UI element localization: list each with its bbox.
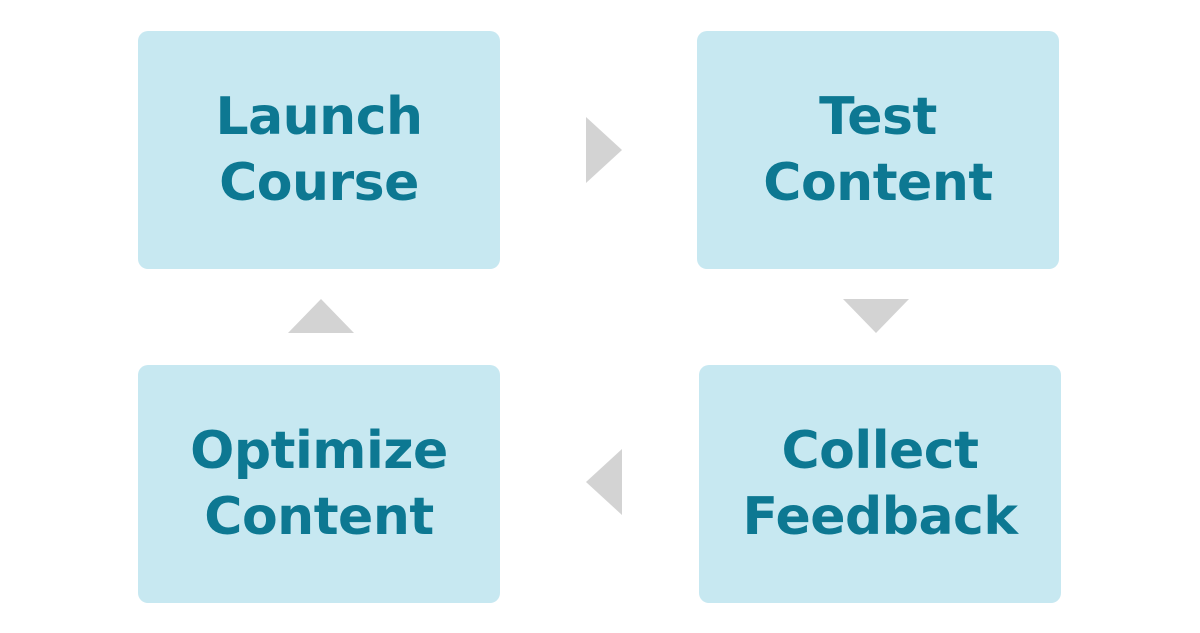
step-box-test-content: Test Content [697, 31, 1059, 269]
step-label-line: Course [219, 153, 419, 213]
triangle-up-icon [288, 299, 354, 333]
step-label-line: Launch [215, 87, 423, 147]
step-label-line: Content [763, 153, 993, 213]
step-label-line: Feedback [742, 487, 1018, 547]
triangle-right-icon [586, 117, 622, 183]
step-label-line: Collect [781, 421, 979, 481]
step-label-line: Test [819, 87, 937, 147]
triangle-down-icon [843, 299, 909, 333]
step-box-optimize-content: Optimize Content [138, 365, 500, 603]
step-label: Test Content [763, 84, 993, 216]
step-label: Collect Feedback [743, 418, 1018, 550]
step-label: Optimize Content [190, 418, 448, 550]
step-box-collect-feedback: Collect Feedback [699, 365, 1061, 603]
step-label-line: Content [204, 487, 434, 547]
step-label-line: Optimize [190, 421, 448, 481]
triangle-left-icon [586, 449, 622, 515]
step-label: Launch Course [215, 84, 423, 216]
step-box-launch-course: Launch Course [138, 31, 500, 269]
